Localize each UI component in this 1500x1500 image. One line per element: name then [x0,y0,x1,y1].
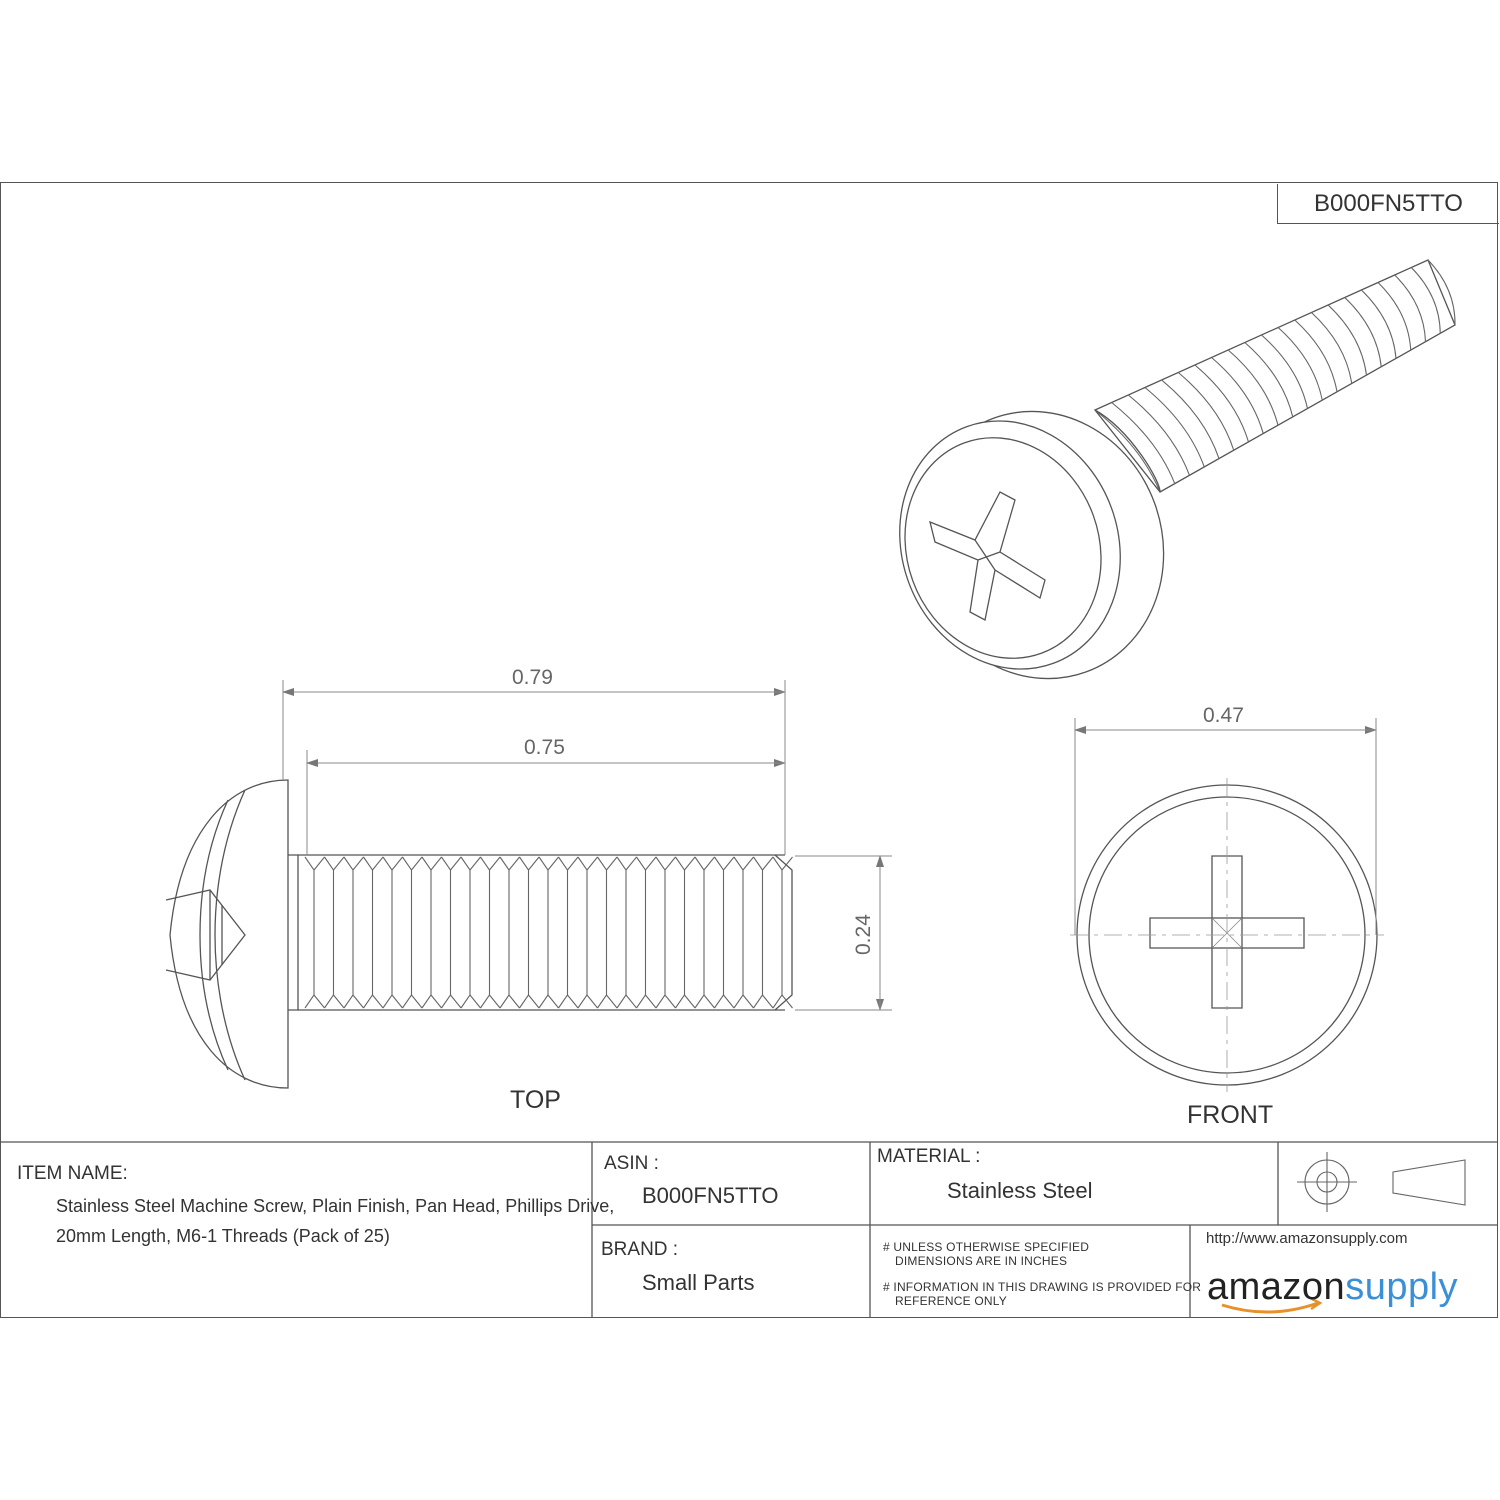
logo-supply-text: supply [1345,1266,1459,1308]
asin-value: B000FN5TTO [642,1183,779,1208]
amazonsupply-url-link[interactable]: http://www.amazonsupply.com [1206,1230,1408,1247]
material-value: Stainless Steel [947,1178,1093,1203]
item-name-line1: Stainless Steel Machine Screw, Plain Fin… [56,1196,615,1216]
brand-value: Small Parts [642,1270,755,1295]
asin-header-box: B000FN5TTO [1277,184,1499,224]
note-units-line2: DIMENSIONS ARE IN INCHES [895,1254,1068,1268]
top-side-view [165,779,793,1089]
item-name-line2: 20mm Length, M6-1 Threads (Pack of 25) [56,1226,390,1246]
dim-diameter: 0.24 [852,914,875,955]
asin-label: ASIN : [604,1153,659,1174]
note-reference-line1: # INFORMATION IN THIS DRAWING IS PROVIDE… [883,1280,1202,1294]
amazon-smile-arrow-icon [1221,1301,1319,1314]
dim-overall-length: 0.79 [512,666,553,689]
projection-symbol-icon [1297,1152,1466,1212]
asin-header-text: B000FN5TTO [1314,189,1463,217]
isometric-screw-view [899,259,1456,680]
dim-thread-length: 0.75 [524,736,565,759]
drawing-sheet-border [0,182,1498,1318]
view-label-front: FRONT [1187,1101,1274,1129]
note-units-line1: # UNLESS OTHERWISE SPECIFIED [883,1240,1090,1254]
view-label-top: TOP [510,1086,561,1114]
note-reference-line2: REFERENCE ONLY [895,1294,1007,1308]
title-block-grid [0,1141,1498,1318]
brand-label: BRAND : [601,1239,679,1260]
front-view-dimension-lines [1074,718,1377,935]
dim-head-diameter: 0.47 [1203,704,1244,727]
material-label: MATERIAL : [877,1146,981,1167]
front-view [1070,778,1384,1092]
amazonsupply-logo: amazonsupply [1207,1266,1458,1309]
item-name-label: ITEM NAME: [17,1163,128,1184]
logo-amazon-text: amazon [1207,1266,1346,1308]
top-view-dimension-lines [282,680,892,1011]
